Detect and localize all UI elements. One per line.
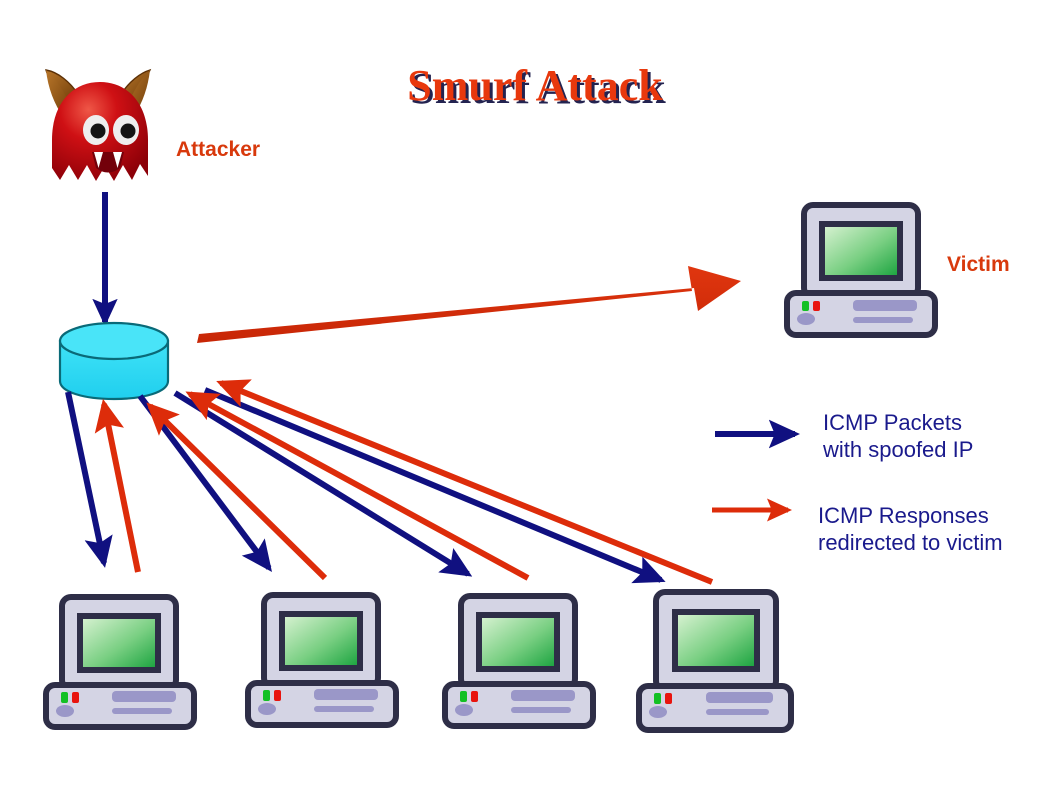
reflector-2-led-green (263, 690, 270, 701)
legend-icmp-responses-line1: ICMP Responses (818, 503, 989, 528)
reflector-1-screen (77, 613, 161, 673)
victim-led-green (802, 301, 809, 311)
victim-slot-2 (853, 317, 913, 323)
icmp-response-1 (94, 398, 141, 573)
reflector-1-slot-2 (112, 708, 172, 714)
attacker-label: Attacker (176, 138, 260, 161)
victim-label: Victim (947, 253, 1010, 276)
devil-fang-right (113, 152, 122, 168)
devil-pupil-right (120, 123, 136, 139)
icmp-request-3 (173, 390, 473, 577)
reflector-1-led-red (72, 692, 79, 703)
reflector-2-led-red (274, 690, 281, 701)
victim-screen (819, 221, 903, 281)
reflector-computer-1 (43, 594, 197, 730)
victim-slot-1 (853, 300, 917, 311)
reflector-3-led-green (460, 691, 467, 702)
icmp-response-2 (146, 402, 328, 581)
page-title-text: Smurf Attack (407, 61, 663, 110)
reflector-4-knob (649, 706, 667, 718)
icmp-request-2 (137, 394, 272, 572)
devil-pupil-left (90, 123, 106, 139)
icmp-response-3 (185, 391, 530, 581)
icmp-request-arrows (65, 387, 666, 584)
reflector-1-slot-1 (112, 691, 176, 702)
reflector-1-knob (56, 705, 74, 717)
reflector-4-led-green (654, 693, 661, 704)
reflector-4-slot-1 (706, 692, 773, 703)
legend: ICMP Packets with spoofed IP ICMP Respon… (712, 410, 1003, 555)
legend-icmp-packets-line1: ICMP Packets (823, 410, 962, 435)
reflector-4-led-red (665, 693, 672, 704)
reflector-3-knob (455, 704, 473, 716)
reflector-4-slot-2 (706, 709, 769, 715)
reflector-3-slot-2 (511, 707, 571, 713)
reflector-3-screen (476, 612, 560, 672)
reflector-computer-3 (442, 593, 596, 729)
page-title-shadow: Smurf Attack (410, 64, 666, 113)
icmp-response-arrows (94, 379, 714, 585)
reflector-1-led-green (61, 692, 68, 703)
reflector-2-slot-2 (314, 706, 374, 712)
victim-knob (797, 313, 815, 325)
reflector-3-led-red (471, 691, 478, 702)
arrow-hub-to-victim (197, 266, 741, 343)
reflector-2-knob (258, 703, 276, 715)
devil-icon (45, 68, 152, 181)
reflector-2-slot-1 (314, 689, 378, 700)
victim-computer-icon (784, 202, 938, 338)
reflector-4-screen (672, 609, 760, 672)
icmp-request-4 (203, 387, 666, 584)
legend-icmp-packets-line2: with spoofed IP (822, 437, 973, 462)
reflector-2-screen (279, 611, 363, 671)
devil-fang-left (94, 152, 103, 168)
legend-icmp-responses-line2: redirected to victim (818, 530, 1003, 555)
icmp-response-4 (216, 379, 714, 585)
page-title: Smurf Attack Smurf Attack (407, 61, 666, 113)
icmp-request-1 (65, 391, 113, 568)
reflector-computer-2 (245, 592, 399, 728)
reflector-3-slot-1 (511, 690, 575, 701)
network-hub-icon (58, 321, 170, 401)
victim-led-red (813, 301, 820, 311)
reflector-computer-4 (636, 589, 794, 733)
hub-cylinder-top (58, 321, 170, 361)
